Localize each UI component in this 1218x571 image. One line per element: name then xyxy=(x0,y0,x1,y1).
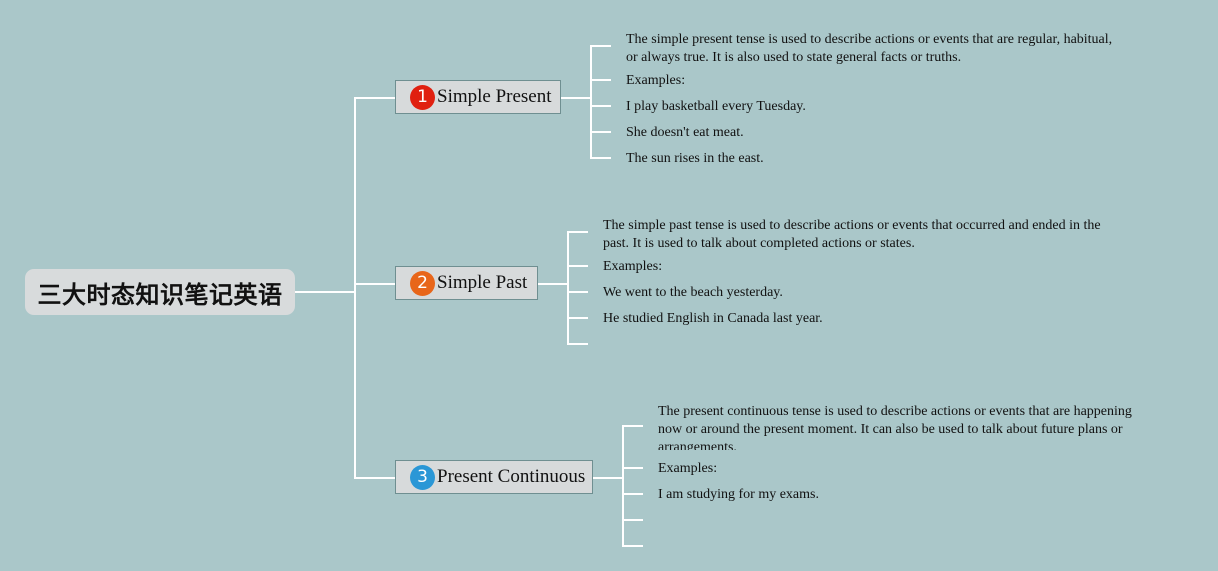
examples-label: Examples: xyxy=(626,73,686,88)
topic-present-continuous[interactable]: 3 Present Continuous xyxy=(395,460,593,494)
description-note: The simple present tense is used to desc… xyxy=(626,32,1113,65)
root-title: 三大时态知识笔记英语 xyxy=(37,280,283,309)
number-1-icon: 1 xyxy=(410,84,435,110)
description-note: The simple past tense is used to describ… xyxy=(603,218,1101,251)
root-topic[interactable]: 三大时态知识笔记英语 xyxy=(25,269,295,315)
number-3-icon: 3 xyxy=(410,464,435,490)
description-note: The present continuous tense is used to … xyxy=(658,404,1132,450)
example-note: I play basketball every Tuesday. xyxy=(626,99,806,114)
example-note: She doesn't eat meat. xyxy=(626,125,744,140)
examples-label: Examples: xyxy=(603,259,663,274)
topic-simple-past[interactable]: 2 Simple Past xyxy=(395,266,538,300)
topic-title: Simple Present xyxy=(437,86,552,107)
examples-label: Examples: xyxy=(658,461,718,476)
example-note: I am studying for my exams. xyxy=(658,487,819,502)
number-2-icon: 2 xyxy=(410,270,435,296)
topic-title: Simple Past xyxy=(437,272,528,293)
topic-simple-present[interactable]: 1 Simple Present xyxy=(395,80,561,114)
example-note: The sun rises in the east. xyxy=(626,151,764,166)
topic-title: Present Continuous xyxy=(437,466,586,487)
example-note: We went to the beach yesterday. xyxy=(603,285,783,300)
example-note: He studied English in Canada last year. xyxy=(603,311,823,326)
